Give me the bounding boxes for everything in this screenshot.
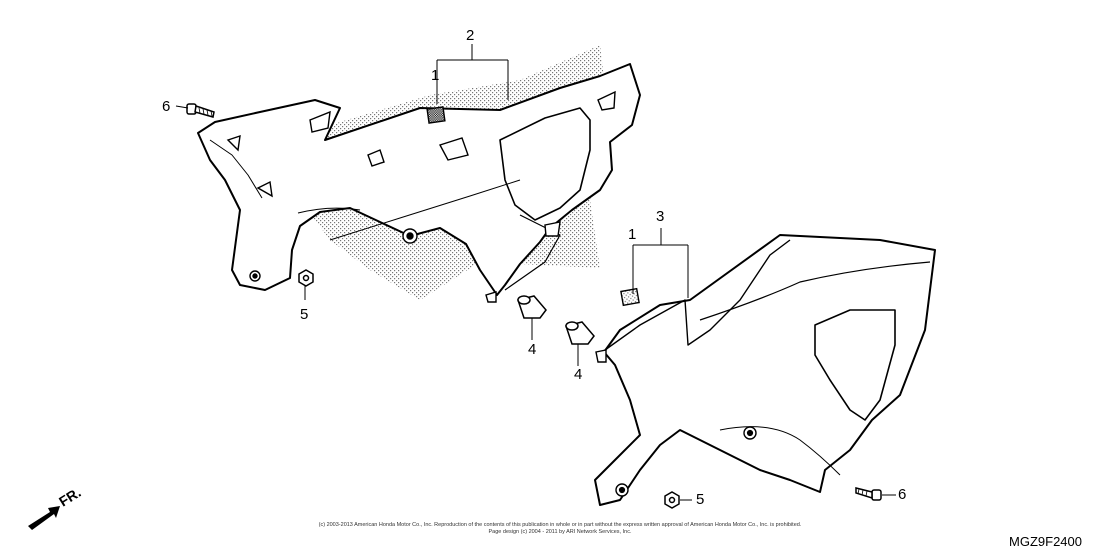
callout-5-right: 5 [696, 491, 705, 508]
nut-right [664, 491, 680, 509]
copyright-line-1: (c) 2003-2013 American Honda Motor Co., … [318, 522, 802, 528]
callout-2: 2 [466, 27, 475, 44]
diagram-code: MGZ9F2400 [1009, 534, 1082, 549]
callout-6-left: 6 [162, 98, 171, 115]
callout-6-right: 6 [898, 486, 907, 503]
copyright-notice: (c) 2003-2013 American Honda Motor Co., … [200, 522, 920, 536]
right-side-cover [594, 234, 936, 506]
copyright-line-2: Page design (c) 2004 - 2011 by ARI Netwo… [488, 529, 632, 535]
callout-4-right: 4 [574, 366, 583, 383]
front-direction-arrow-icon [28, 506, 60, 530]
grommet-left [517, 295, 547, 319]
left-side-cover [197, 63, 641, 296]
right-cover-details [595, 287, 757, 497]
nut-left [298, 269, 314, 287]
callout-1-right: 1 [628, 226, 637, 243]
callout-1-left: 1 [431, 67, 440, 84]
grommet-right [565, 321, 595, 345]
callout-3: 3 [656, 208, 665, 225]
left-cover-details [226, 90, 616, 303]
leader-lines [175, 44, 896, 501]
callout-4-left: 4 [528, 341, 537, 358]
bolt-left [186, 103, 215, 118]
callout-5-left: 5 [300, 306, 309, 323]
bolt-right [855, 487, 882, 501]
